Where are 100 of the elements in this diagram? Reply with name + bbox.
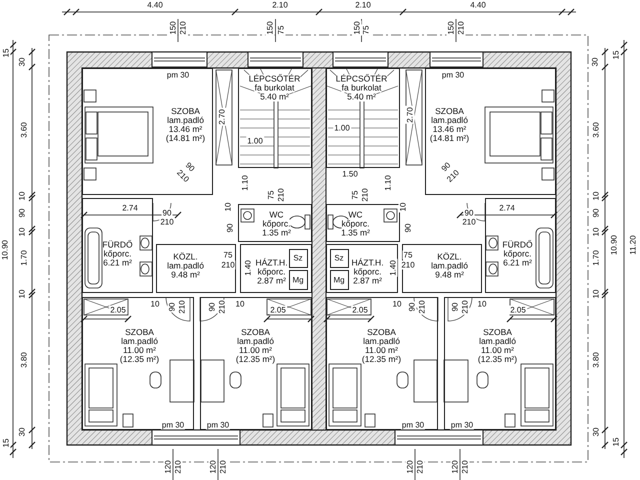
dimension-label: 1.40	[388, 259, 398, 277]
room	[326, 204, 400, 242]
dimension-label: 2.74	[498, 204, 516, 212]
dimension-label: 4.40	[146, 0, 164, 10]
dimension-label: 90	[168, 302, 176, 312]
dimension-label: 2.74	[121, 204, 139, 212]
appliance-symbol	[330, 248, 348, 268]
floor-finish: lam.padló	[431, 116, 468, 124]
room-name: FÜRDŐ	[502, 240, 533, 249]
dimension-label: 10	[18, 190, 26, 202]
dimension-label: 10	[592, 288, 600, 300]
dimension-label: 10.90	[0, 238, 10, 262]
dimension-label: 1.10	[240, 174, 250, 192]
dimension-label: 10	[476, 300, 488, 308]
floor-finish: lam.padló	[167, 261, 204, 270]
room	[238, 204, 312, 242]
dimension-label: 15	[2, 438, 10, 448]
dimension-label: 30	[590, 56, 600, 68]
window-size-label: 210	[416, 459, 424, 475]
dimension-label: 90	[162, 208, 172, 218]
floor-area: 6.21 m²	[503, 258, 532, 267]
floor-finish: kőporc.	[342, 219, 370, 228]
dimension-label: 210	[418, 299, 426, 315]
parapet-height-label: pm 30	[166, 70, 190, 80]
floor-finish: lam.padló	[479, 336, 516, 346]
room-name: LÉPCSŐTÉR	[336, 74, 388, 83]
dimension-label: 90	[18, 208, 26, 218]
floor-finish: lam.padló	[363, 336, 400, 346]
dimension-label: 10	[150, 300, 160, 308]
floor-finish: lam.padló	[237, 336, 274, 346]
dimension-label: 10	[592, 226, 600, 238]
window-size-label: 150	[168, 20, 178, 36]
room	[240, 244, 312, 293]
dimension-label: 2.10	[354, 0, 372, 10]
dimension-label: 2.05	[269, 306, 287, 314]
dimension-label: 2.70	[406, 106, 414, 124]
room-name: SZOBA	[125, 328, 154, 336]
dimension-label: 90	[226, 222, 234, 234]
dimension-label: 90	[404, 222, 412, 234]
window-size-label: 120	[164, 459, 172, 475]
room-name: HÁZT.H.	[351, 258, 384, 267]
window-size-label: 75	[276, 24, 286, 36]
floor-area: 1.35 m²	[262, 228, 291, 237]
dimension-label: 75	[402, 250, 414, 260]
dimension-label: 30	[18, 426, 26, 438]
dimension-label: 10	[18, 226, 26, 238]
dimension-label: 210	[218, 299, 226, 315]
window-size-label: 210	[218, 459, 228, 475]
dimension-label: 30	[18, 56, 26, 68]
dimension-label: 1.40	[244, 259, 252, 277]
dimension-label: 15	[2, 48, 10, 58]
dimension-label: 1.10	[384, 174, 392, 192]
dimension-label: 210	[400, 260, 416, 270]
dimension-label: 1.70	[20, 249, 28, 267]
window-size-label: 210	[178, 20, 188, 36]
parapet-height-label: pm 30	[450, 420, 474, 430]
appliance-symbol	[288, 248, 308, 268]
dimension-label: 3.80	[20, 351, 28, 369]
room	[326, 244, 398, 293]
room-name: KÖZL.	[173, 252, 198, 261]
window-size-label: 210	[460, 459, 470, 475]
appliance-label: Sz	[293, 254, 303, 262]
room-name: WC	[348, 210, 363, 219]
dimension-label: 3.60	[20, 121, 28, 139]
room-name: FÜRDŐ	[102, 240, 133, 249]
dimension-label: 1.00	[333, 124, 351, 132]
dimension-label: 10	[392, 300, 402, 308]
parapet-height-label: pm 30	[160, 420, 186, 430]
dimension-label: 10	[18, 288, 26, 300]
dimension-label: 10	[234, 300, 246, 308]
room-name: HÁZT.H.	[255, 258, 288, 267]
window-size-label: 120	[406, 459, 414, 475]
gross-floor-area: (12.35 m²)	[236, 354, 276, 364]
dimension-label: 90	[408, 302, 416, 312]
room-name: SZOBA	[367, 328, 396, 336]
room-name: SZOBA	[483, 328, 512, 336]
appliance-label: Mg	[333, 275, 345, 284]
room-name: WC	[269, 210, 284, 219]
room-name: SZOBA	[171, 106, 200, 116]
floor-area: 6.21 m²	[103, 258, 132, 267]
dimension-label: 11.20	[628, 234, 638, 256]
dimension-label: 15	[612, 50, 620, 60]
window-size-label: 75	[362, 24, 370, 36]
floor-area: 2.87 m²	[353, 276, 382, 285]
dimension-label: 210	[460, 299, 470, 315]
appliance-symbol	[330, 270, 348, 290]
dimension-label: 210	[159, 218, 175, 226]
dimension-label: 75	[350, 190, 360, 200]
appliance-label: Sz	[334, 254, 344, 262]
dimension-label: 90	[592, 208, 600, 218]
room-name: SZOBA	[435, 106, 464, 116]
parapet-height-label: pm 30	[206, 420, 230, 430]
gross-floor-area: (12.35 m²)	[362, 354, 402, 364]
dimension-label: 1.50	[341, 170, 359, 178]
dimension-label: 210	[276, 187, 286, 203]
dimension-label: 210	[220, 260, 236, 270]
dimension-label: 75	[222, 250, 234, 260]
dimension-label: 15	[612, 436, 620, 448]
dimension-label: 1.70	[592, 249, 600, 267]
dimension-label: 2.70	[218, 108, 226, 126]
